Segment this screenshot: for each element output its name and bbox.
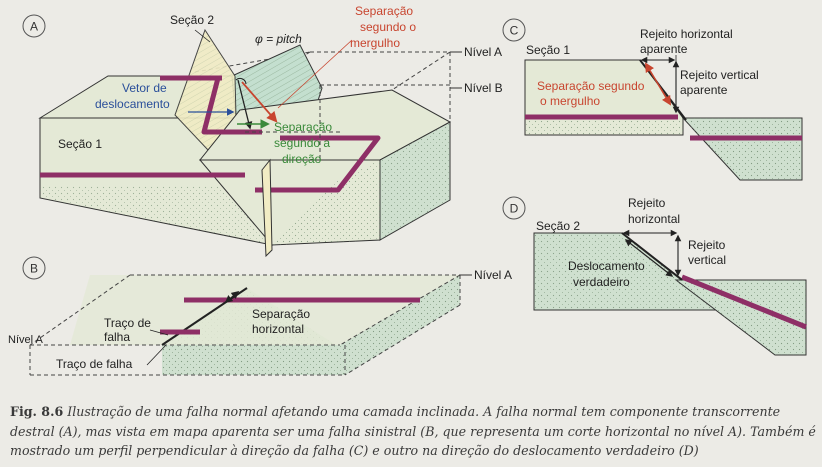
panel-d-desl-1: Deslocamento <box>568 259 645 273</box>
panel-a-nivel-b: Nível B <box>464 81 503 95</box>
panel-a-phi-arc <box>235 77 247 85</box>
panel-a-red-arrow <box>241 81 278 123</box>
panel-a-letter-circle <box>22 14 46 38</box>
panel-c-rej-v-1: Rejeito vertical <box>680 68 759 82</box>
panel-a-letter: A <box>30 20 38 34</box>
panel-c-rej-h-2: aparente <box>640 42 688 56</box>
panel-a-section2-hatch <box>175 30 236 150</box>
panel-a-sep-mergulho-3: mergulho <box>350 36 400 50</box>
panel-a-secao2: Seção 2 <box>170 13 214 27</box>
panel-d-secao2: Seção 2 <box>536 219 580 233</box>
panel-b-traco-falha: Traço de falha <box>56 357 133 371</box>
panel-b-plane-light <box>70 275 460 345</box>
panel-c-sep-2: o mergulho <box>540 94 600 108</box>
panel-c-right-dots <box>683 118 802 180</box>
panel-c-rej-h-1: Rejeito horizontal <box>640 27 733 41</box>
panel-a-sep-mergulho-pointer <box>277 39 353 109</box>
panel-a-secao2-pointer <box>194 29 211 43</box>
panel-a-layer <box>40 75 381 193</box>
panel-d-right-dots <box>676 280 806 355</box>
panel-b-nivel-a-left: Nível A <box>8 334 44 346</box>
panel-c-rej-v-2: aparente <box>680 83 728 97</box>
panel-d-rej-v-1: Rejeito <box>688 238 726 252</box>
panel-b-nivel-a-right: Nível A <box>474 268 512 282</box>
panel-d-desl-arrow <box>624 239 674 277</box>
panel-c: C Seção 1 Rejeito horizontal aparente Re… <box>502 18 803 181</box>
panel-b: B Nível A Nível A Traço de falha Traço d… <box>8 256 512 376</box>
caption-label: Fig. 8.6 <box>10 404 64 419</box>
figure-8-6: A <box>8 4 807 376</box>
panel-b-traco-pointer <box>146 344 167 366</box>
panel-a-section2-lower <box>261 158 273 258</box>
panel-b-dashed-outline <box>29 274 461 376</box>
panel-d-rej-v-2: vertical <box>688 253 726 267</box>
panel-b-sep-horizontal-2: horizontal <box>252 322 304 336</box>
panel-a-sep-mergulho-1: Separação <box>355 4 413 18</box>
panel-c-sep-1: Separação segundo <box>537 79 645 93</box>
panel-b-traco-de-2: falha <box>104 330 130 344</box>
panel-a-pitch-arrow <box>237 79 253 130</box>
panel-b-traco-de-pointer <box>149 329 169 336</box>
panel-b-letter: B <box>30 262 38 276</box>
panel-a-vetor-2: deslocamento <box>95 97 170 111</box>
panel-a-sep-mergulho-2: segundo o <box>360 20 416 34</box>
panel-a-phi: φ = pitch <box>255 32 302 46</box>
panel-a-nivel-a: Nível A <box>464 45 502 59</box>
panel-a-sep-direcao-2: segundo a <box>274 136 330 150</box>
panel-d-rej-h-1: Rejeito <box>628 196 666 210</box>
caption-text: Ilustração de uma falha normal afetando … <box>10 404 816 458</box>
panel-a-right-dots <box>272 122 450 245</box>
panel-c-red-arrow <box>645 62 671 106</box>
panel-d-letter: D <box>510 202 519 216</box>
panel-d-layer-right <box>681 274 807 330</box>
panel-a-vetor-1: Vetor de <box>122 81 167 95</box>
panel-c-left-dots <box>525 118 683 135</box>
panel-b-letter-circle <box>22 256 46 280</box>
panel-a-dashed-inner <box>245 85 340 160</box>
panel-a: A <box>22 4 503 258</box>
panel-a-sep-direcao-1: Separação <box>274 120 332 134</box>
panel-c-letter: C <box>510 24 519 38</box>
panel-d-letter-circle <box>502 196 526 220</box>
panel-d-desl-2: verdadeiro <box>573 275 630 289</box>
panel-d-rej-h-2: horizontal <box>628 212 680 226</box>
panel-b-traco-de-1: Traço de <box>104 316 151 330</box>
panel-c-letter-circle <box>502 18 526 42</box>
figure-caption: Fig. 8.6 Ilustração de uma falha normal … <box>10 402 816 461</box>
panel-d: D Seção 2 Rejeito horizontal Rejeito ver… <box>502 196 807 356</box>
panel-a-sep-direcao-3: direção <box>282 152 322 166</box>
panel-a-secao1: Seção 1 <box>58 137 102 151</box>
panel-c-secao1: Seção 1 <box>526 43 570 57</box>
panel-b-sep-arrow <box>224 291 240 303</box>
panel-a-left-front-dots <box>40 186 272 245</box>
panel-b-sep-horizontal-1: Separação <box>252 307 310 321</box>
